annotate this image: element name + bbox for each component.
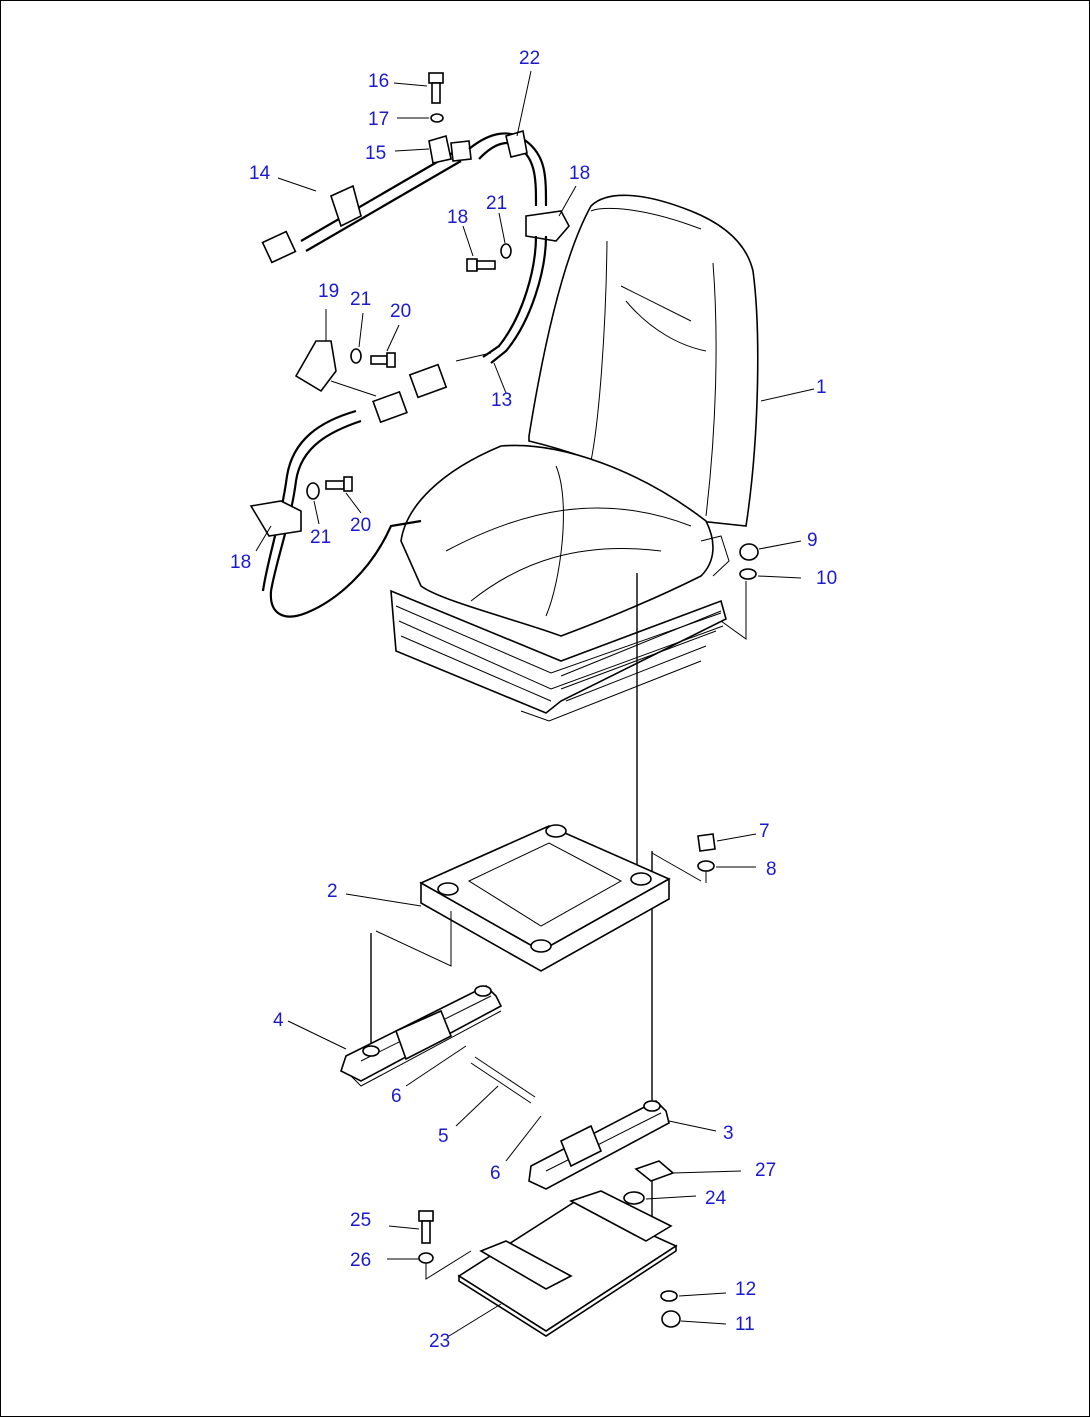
label-part-5: 5: [438, 1126, 449, 1147]
label-part-13: 13: [491, 390, 512, 411]
label-part-3: 3: [723, 1123, 734, 1144]
label-part-9: 9: [807, 530, 818, 551]
seat-assembly: [390, 194, 815, 722]
part-labels: 1 2 3 4 5 6 6 7 8 9 10 11 12 13 14 15 16…: [230, 48, 837, 1352]
label-part-27: 27: [755, 1160, 776, 1181]
label-part-15: 15: [365, 143, 386, 164]
label-part-2: 2: [327, 881, 338, 902]
slide-rail-right: [505, 1100, 742, 1205]
label-part-25: 25: [350, 1210, 371, 1231]
seat-plate: [345, 824, 757, 972]
label-part-20-upper: 20: [390, 301, 411, 322]
label-part-23: 23: [429, 1331, 450, 1352]
label-part-22: 22: [519, 48, 540, 69]
label-part-4: 4: [273, 1010, 284, 1031]
label-part-26: 26: [350, 1250, 371, 1271]
label-part-16: 16: [368, 71, 389, 92]
slide-rail-left: [287, 985, 536, 1127]
label-part-14: 14: [249, 163, 271, 184]
label-part-7: 7: [759, 821, 770, 842]
label-part-21-upper: 21: [486, 193, 507, 214]
label-part-12: 12: [735, 1279, 756, 1300]
label-part-11: 11: [735, 1314, 755, 1335]
label-part-20-lower: 20: [350, 515, 371, 536]
label-part-21-mid: 21: [350, 289, 371, 310]
label-part-1: 1: [816, 377, 827, 398]
label-part-10: 10: [816, 568, 837, 589]
label-part-6-left: 6: [391, 1086, 402, 1107]
label-part-6-right: 6: [490, 1163, 501, 1184]
label-part-18-upper-right: 18: [569, 163, 590, 184]
label-part-18-upper: 18: [447, 207, 468, 228]
base-bracket: [387, 1190, 727, 1337]
label-part-21-lower: 21: [310, 527, 331, 548]
label-part-17: 17: [368, 109, 389, 130]
wire-harness: [249, 129, 570, 618]
hardware: [277, 70, 802, 640]
label-part-24: 24: [705, 1188, 727, 1209]
label-part-19: 19: [318, 281, 339, 302]
label-part-8: 8: [766, 859, 777, 880]
label-part-18-lower: 18: [230, 552, 251, 573]
